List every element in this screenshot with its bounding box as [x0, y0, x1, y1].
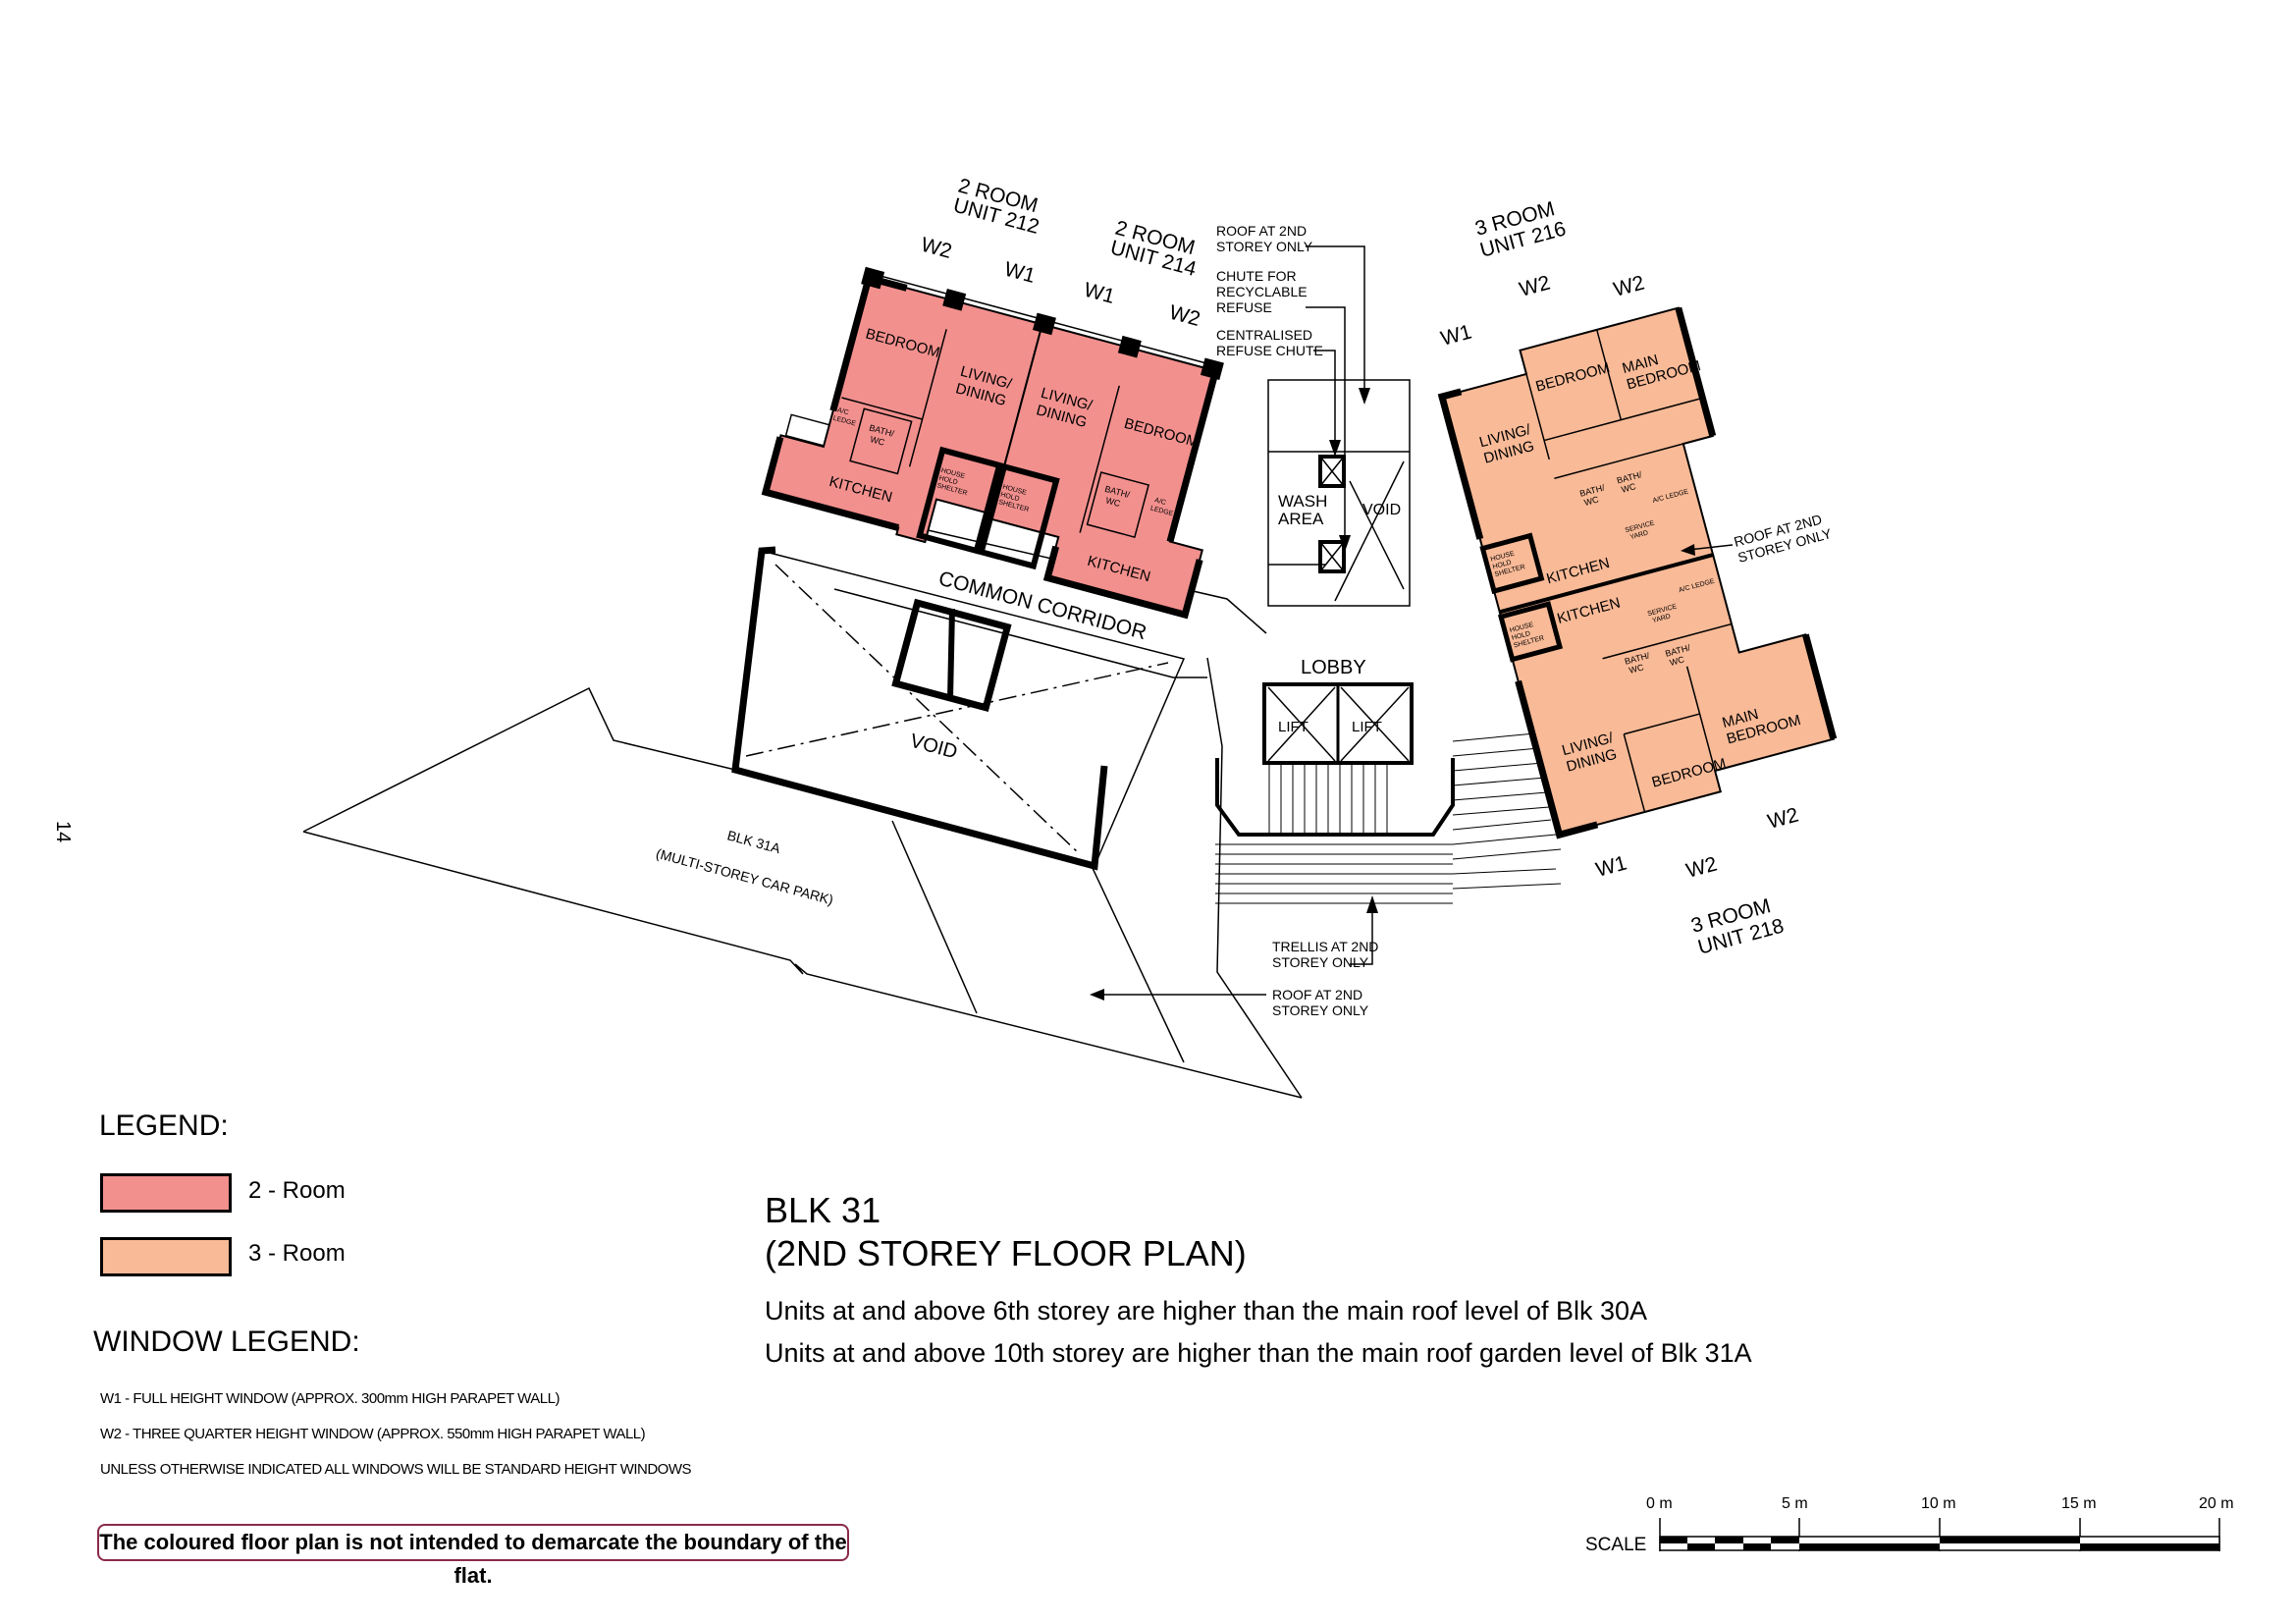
block-title: BLK 31: [765, 1190, 881, 1230]
svg-text:YARD: YARD: [1629, 529, 1649, 541]
svg-text:RECYCLABLE: RECYCLABLE: [1216, 284, 1308, 299]
window-label: W2: [1517, 271, 1552, 300]
room-ac: A/C: [836, 406, 849, 416]
scale-bar: SCALE 0 m 5 m 10 m 15 m 20 m: [1585, 1495, 2234, 1555]
svg-text:YARD: YARD: [1652, 613, 1672, 624]
svg-text:LOBBY: LOBBY: [1301, 657, 1366, 678]
svg-text:CENTRALISED: CENTRALISED: [1216, 327, 1312, 343]
window-legend-w1: W1 - FULL HEIGHT WINDOW (APPROX. 300mm H…: [100, 1390, 560, 1407]
svg-text:VOID: VOID: [1362, 502, 1401, 518]
svg-text:WC: WC: [1583, 494, 1601, 508]
legend-swatch-2-room: [100, 1173, 232, 1213]
unit-218[interactable]: KITCHEN LIVING/ DINING BEDROOM MAIN BEDR…: [1497, 538, 1840, 839]
window-strip: [861, 266, 1224, 381]
svg-text:REFUSE CHUTE: REFUSE CHUTE: [1216, 343, 1323, 358]
page-number: 14: [52, 821, 74, 842]
svg-text:WC: WC: [1669, 654, 1686, 668]
window-label: W1: [1438, 320, 1473, 350]
window-label: W2: [919, 234, 954, 263]
window-label: W1: [1002, 258, 1038, 288]
svg-text:WC: WC: [1621, 481, 1638, 495]
unit-212-label: 2 ROOM UNIT 212: [951, 175, 1041, 239]
window-label: W1: [1082, 279, 1117, 308]
svg-text:REFUSE: REFUSE: [1216, 299, 1272, 315]
void-label: VOID: [908, 730, 960, 764]
svg-text:20 m: 20 m: [2199, 1495, 2234, 1512]
refuse-annotations: ROOF AT 2ND STOREY ONLY CHUTE FOR RECYCL…: [1216, 223, 1370, 552]
legend-title: LEGEND:: [99, 1109, 229, 1142]
three-room-block: BEDROOM MAIN BEDROOM LIVING/ DINING KITC…: [1437, 306, 1840, 839]
window-legend-w2: W2 - THREE QUARTER HEIGHT WINDOW (APPROX…: [100, 1426, 646, 1442]
car-park-label-line2: (MULTI-STOREY CAR PARK): [655, 845, 835, 908]
window-label: W2: [1611, 271, 1646, 300]
window-label: W2: [1765, 803, 1800, 833]
unit-214-label: 2 ROOM UNIT 214: [1108, 217, 1200, 281]
svg-text:15 m: 15 m: [2061, 1495, 2097, 1512]
disclaimer: The coloured floor plan is not intended …: [97, 1524, 849, 1588]
unit-218-label: 3 ROOM UNIT 218: [1688, 894, 1786, 959]
window-legend-note: UNLESS OTHERWISE INDICATED ALL WINDOWS W…: [100, 1461, 692, 1478]
lift-lobby: LOBBY LIFT LIFT TRELLIS AT 2ND: [1090, 657, 1575, 1018]
floor-plan-subtitle: (2ND STOREY FLOOR PLAN): [765, 1233, 1247, 1273]
window-legend-title: WINDOW LEGEND:: [93, 1325, 360, 1358]
car-park-outline: BLK 31A (MULTI-STOREY CAR PARK): [302, 657, 1303, 1099]
window-label: W1: [1593, 851, 1629, 881]
lift-label: LIFT: [1278, 719, 1308, 735]
room-wc: WC: [1104, 495, 1122, 509]
legend-swatch-3-room: [100, 1237, 232, 1276]
room-wc: WC: [869, 434, 886, 448]
lift-label: LIFT: [1352, 719, 1382, 735]
window-label: W2: [1167, 301, 1202, 331]
shelter-hold: HOLD: [938, 475, 959, 487]
car-park-label-line1: BLK 31A: [725, 827, 782, 856]
svg-text:5 m: 5 m: [1782, 1495, 1808, 1512]
two-room-block: BEDROOM LIVING/ DINING KITCHEN BATH/ WC …: [761, 266, 1249, 620]
note-6th-storey: Units at and above 6th storey are higher…: [765, 1296, 1648, 1325]
legend-label-2-room: 2 - Room: [248, 1177, 346, 1204]
svg-text:STOREY ONLY: STOREY ONLY: [1272, 1002, 1369, 1018]
unit-212[interactable]: BEDROOM LIVING/ DINING KITCHEN BATH/ WC …: [761, 266, 1043, 557]
svg-text:SCALE: SCALE: [1585, 1535, 1646, 1555]
svg-text:HOLD: HOLD: [1492, 560, 1513, 571]
shelter-hold: HOLD: [1000, 491, 1021, 503]
svg-text:ROOF AT 2ND: ROOF AT 2ND: [1216, 223, 1307, 239]
unit-216-label: 3 ROOM UNIT 216: [1472, 197, 1568, 262]
wash-area: WASH AREA VOID: [1267, 379, 1411, 607]
note-10th-storey: Units at and above 10th storey are highe…: [765, 1338, 1752, 1368]
svg-text:AREA: AREA: [1278, 510, 1324, 528]
legend-label-3-room: 3 - Room: [248, 1240, 346, 1267]
svg-text:ROOF AT 2ND: ROOF AT 2ND: [1272, 987, 1362, 1002]
svg-text:WASH: WASH: [1278, 492, 1327, 511]
svg-text:STOREY ONLY: STOREY ONLY: [1216, 239, 1313, 254]
svg-text:TRELLIS AT 2ND: TRELLIS AT 2ND: [1272, 939, 1378, 954]
unit-214[interactable]: LIVING/ DINING BEDROOM KITCHEN BATH/ WC …: [977, 323, 1249, 620]
svg-text:CHUTE FOR: CHUTE FOR: [1216, 268, 1297, 284]
room-ac: A/C: [1153, 497, 1166, 507]
window-label: W2: [1683, 852, 1719, 882]
svg-text:HOLD: HOLD: [1511, 630, 1531, 642]
svg-text:STOREY ONLY: STOREY ONLY: [1272, 954, 1369, 970]
svg-text:WC: WC: [1628, 662, 1645, 676]
svg-text:10 m: 10 m: [1921, 1495, 1956, 1512]
svg-text:0 m: 0 m: [1646, 1495, 1673, 1512]
